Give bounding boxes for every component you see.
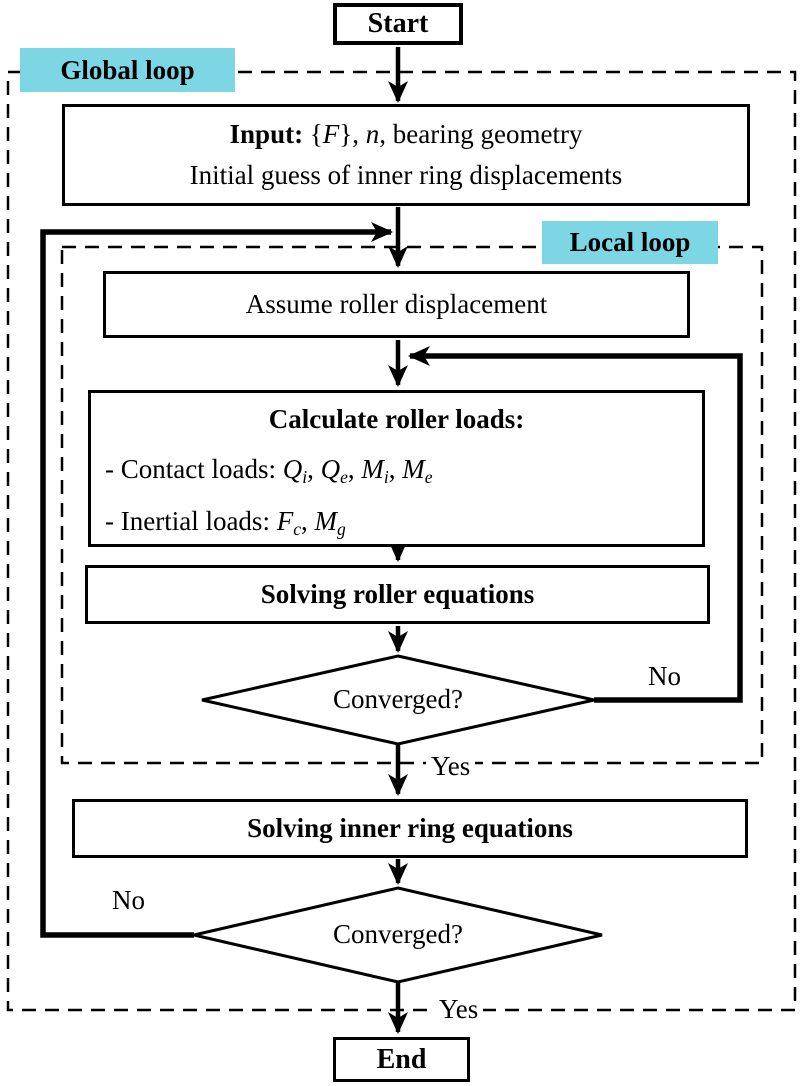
decision-global-diamond: [193, 886, 603, 984]
global-loop-title-text: Global loop: [60, 54, 195, 85]
input-keyword: Input:: [229, 119, 304, 149]
local-loop-title-text: Local loop: [569, 227, 691, 257]
global-yes-label: Yes: [434, 994, 484, 1025]
term-sep: ,: [347, 454, 362, 484]
input-line-1: Input: {F}, n, bearing geometry: [230, 119, 583, 150]
inertial-prefix: - Inertial loads:: [105, 506, 277, 536]
term-Me-sub: e: [424, 466, 433, 487]
term-Me: M: [402, 454, 425, 484]
global-no-feedback-arrow: [40, 222, 393, 938]
input-seg3: , bearing geometry: [379, 119, 583, 149]
term-Mg-sub: g: [336, 518, 346, 539]
assume-roller-node: Assume roller displacement: [103, 271, 690, 338]
global-loop-title: Global loop: [20, 48, 235, 92]
solve-roller-node: Solving roller equations: [85, 565, 710, 624]
solve-roller-label: Solving roller equations: [260, 579, 535, 609]
input-var-F: F: [322, 119, 340, 149]
calc-contact-line: - Contact loads: Qi, Qe, Mi, Me: [91, 443, 702, 495]
local-no-feedback-arrow: [408, 346, 743, 703]
calc-inertial-line: - Inertial loads: Fc, Mg: [91, 495, 702, 547]
input-line-2: Initial guess of inner ring displacement…: [189, 160, 623, 190]
local-no-label: No: [648, 661, 681, 691]
term-Mi-sub: i: [383, 466, 389, 487]
decision-local-label: Converged?: [333, 684, 463, 714]
contact-prefix: - Contact loads:: [105, 454, 283, 484]
term-Mi: M: [361, 454, 384, 484]
input-seg2: },: [339, 119, 366, 149]
local-loop-title: Local loop: [542, 221, 718, 264]
assume-roller-label: Assume roller displacement: [245, 289, 548, 319]
solve-inner-ring-node: Solving inner ring equations: [72, 799, 748, 858]
start-node: Start: [333, 3, 463, 45]
input-seg1: {: [303, 119, 323, 149]
term-Qi: Q: [282, 454, 303, 484]
decision-local-diamond: [201, 654, 595, 746]
term-sep: ,: [388, 454, 403, 484]
end-node: End: [333, 1037, 470, 1082]
term-sep: ,: [307, 454, 321, 484]
input-node: Input: {F}, n, bearing geometry Initial …: [62, 104, 750, 206]
end-label: End: [376, 1043, 427, 1075]
calc-roller-loads-node: Calculate roller loads: - Contact loads:…: [88, 390, 705, 547]
term-Fc: F: [276, 506, 294, 536]
local-yes-label: Yes: [426, 751, 476, 782]
term-sep: ,: [300, 506, 315, 536]
solve-inner-ring-label: Solving inner ring equations: [247, 813, 573, 843]
start-label: Start: [367, 8, 429, 39]
term-Mg: M: [314, 506, 337, 536]
local-loop-boundary: [60, 245, 764, 765]
input-var-n: n: [365, 119, 380, 149]
decision-global-label: Converged?: [333, 919, 463, 949]
term-Qe-sub: e: [340, 466, 348, 487]
global-loop-boundary: [6, 70, 797, 1012]
term-Fc-sub: c: [293, 518, 301, 539]
term-Qe: Q: [320, 454, 341, 484]
calc-title: Calculate roller loads:: [268, 404, 525, 434]
global-no-label: No: [112, 885, 145, 915]
term-Qi-sub: i: [302, 466, 308, 487]
